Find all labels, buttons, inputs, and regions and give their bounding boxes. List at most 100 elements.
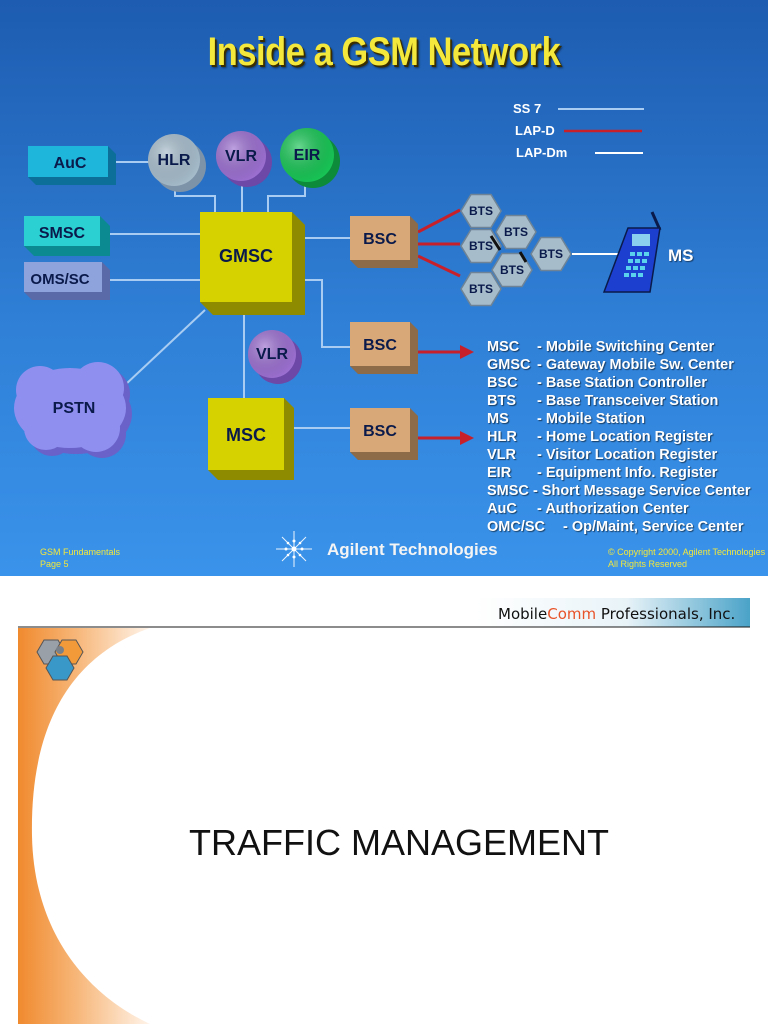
header-bar xyxy=(476,598,750,627)
link-gmsc-pstn xyxy=(124,309,206,386)
footer-course: GSM Fundamentals xyxy=(40,547,121,557)
bts-hexagon xyxy=(460,271,502,307)
network-diagram: AuC SMSC OMS/SC HLR VLR xyxy=(14,108,662,480)
abbr-desc: - Base Station Controller xyxy=(537,375,707,391)
lapd-links xyxy=(417,208,462,440)
bts-node: BTS xyxy=(530,236,572,272)
abbr-auc: AuC - Authorization Center xyxy=(487,500,689,518)
bts-label: BTS xyxy=(504,225,528,239)
bts-hexagon xyxy=(530,236,572,272)
footer-left: GSM Fundamentals Page 5 xyxy=(40,546,120,570)
company-prefix: Mobile xyxy=(498,605,548,623)
abbr-eir: EIR - Equipment Info. Register xyxy=(487,464,717,482)
eir-node: EIR xyxy=(280,128,340,188)
mobile-phone-icon xyxy=(602,211,662,293)
company-suffix: Professionals, Inc. xyxy=(596,605,736,623)
omssc-label: OMS/SC xyxy=(30,271,89,288)
link-hlr-gmsc xyxy=(174,190,216,212)
vlr-mid-node: VLR xyxy=(248,330,302,384)
vlr-top-label: VLR xyxy=(225,148,257,165)
footer-right: © Copyright 2000, Agilent Technologies A… xyxy=(608,546,765,570)
footer-page: Page 5 xyxy=(40,559,69,569)
bts-label: BTS xyxy=(469,239,493,253)
orange-swoosh xyxy=(18,628,150,1024)
arrowhead-bsc3 xyxy=(460,431,474,445)
arrowhead-bsc2 xyxy=(460,345,474,359)
bsc1-node: BSC xyxy=(350,216,418,268)
abbr-bts: BTS - Base Transceiver Station xyxy=(487,392,718,410)
abbr-key: BSC xyxy=(487,375,518,391)
msc-label: MSC xyxy=(226,425,266,445)
link-bsc-bts-a xyxy=(417,208,461,234)
eir-label: EIR xyxy=(294,147,321,164)
abbr-ms: MS - Mobile Station xyxy=(487,410,645,428)
auc-node: AuC xyxy=(28,146,116,185)
abbr-key: SMSC xyxy=(487,483,529,499)
omssc-node: OMS/SC xyxy=(24,262,110,300)
abbr-smsc: SMSC - Short Message Service Center xyxy=(487,482,751,500)
link-gmsc-bsc2 xyxy=(305,279,350,348)
bts-node: BTS xyxy=(460,271,502,307)
bts-cluster: BTS BTS BTS BTS BTS BTS xyxy=(460,193,572,307)
vlr-mid-label: VLR xyxy=(256,346,288,363)
abbr-desc: - Mobile Switching Center xyxy=(537,339,715,355)
slide2-background xyxy=(18,598,750,1024)
hlr-label: HLR xyxy=(158,152,191,169)
vlr-top-node: VLR xyxy=(216,131,272,187)
abbr-key: AuC xyxy=(487,501,517,517)
bsc3-node: BSC xyxy=(350,408,418,460)
agilent-brand: Agilent Technologies xyxy=(327,540,498,559)
bts-node: BTS xyxy=(460,193,502,229)
traffic-management-slide: MobileComm Professionals, Inc. TRAFFIC M… xyxy=(0,576,768,1024)
pstn-label: PSTN xyxy=(53,400,96,417)
smsc-label: SMSC xyxy=(39,225,86,242)
abbr-desc: - Mobile Station xyxy=(537,411,645,427)
bts-label: BTS xyxy=(469,204,493,218)
abbr-omcsc: OMC/SC- Op/Maint, Service Center xyxy=(487,518,744,536)
abbr-desc: - Base Transceiver Station xyxy=(537,393,719,409)
slide2-title: TRAFFIC MANAGEMENT xyxy=(189,822,609,863)
msc-node: MSC xyxy=(208,398,294,480)
abbr-desc: - Home Location Register xyxy=(537,429,713,445)
bts-hexagon xyxy=(460,193,502,229)
abbr-desc: - Visitor Location Register xyxy=(537,447,718,463)
abbr-bsc: BSC - Base Station Controller xyxy=(487,374,707,392)
abbr-desc: - Gateway Mobile Sw. Center xyxy=(537,357,734,373)
bts-hexagon xyxy=(495,214,537,250)
abbr-key: EIR xyxy=(487,465,512,481)
bts-internal-links xyxy=(489,235,528,263)
bsc2-node: BSC xyxy=(350,322,418,374)
legend-lapd-label: LAP-D xyxy=(515,123,555,138)
abbr-hlr: HLR - Home Location Register xyxy=(487,428,713,446)
puzzle-logo-icon xyxy=(36,639,84,681)
company-name: MobileComm Professionals, Inc. xyxy=(498,605,735,623)
gmsc-label: GMSC xyxy=(219,246,273,266)
auc-label: AuC xyxy=(54,155,87,172)
abbr-desc: - Op/Maint, Service Center xyxy=(563,519,744,535)
link-eir-gmsc xyxy=(267,184,306,212)
bts-node: BTS xyxy=(460,228,502,264)
ss7-links xyxy=(106,161,625,429)
footer-copyright: © Copyright 2000, Agilent Technologies xyxy=(608,547,766,557)
bsc1-label: BSC xyxy=(363,231,397,248)
bts-node: BTS xyxy=(495,214,537,250)
abbr-key: HLR xyxy=(487,429,517,445)
abbr-key: MSC xyxy=(487,339,520,355)
abbr-key: VLR xyxy=(487,447,516,463)
abbr-desc: - Authorization Center xyxy=(537,501,689,517)
abbr-vlr: VLR - Visitor Location Register xyxy=(487,446,717,464)
bsc2-label: BSC xyxy=(363,337,397,354)
gmsc-node: GMSC xyxy=(200,212,305,315)
bts-node: BTS xyxy=(491,252,533,288)
ms-label: MS xyxy=(668,246,694,265)
hlr-node: HLR xyxy=(148,134,206,192)
abbr-desc: - Equipment Info. Register xyxy=(537,465,718,481)
abbr-key: BTS xyxy=(487,393,516,409)
slide-title: Inside a GSM Network xyxy=(207,30,561,74)
abbr-gmsc: GMSC- Gateway Mobile Sw. Center xyxy=(487,356,734,374)
pstn-node: PSTN xyxy=(14,362,132,458)
bts-label: BTS xyxy=(469,282,493,296)
abbr-key: MS xyxy=(487,411,509,427)
bts-label: BTS xyxy=(500,263,524,277)
bts-label: BTS xyxy=(539,247,563,261)
